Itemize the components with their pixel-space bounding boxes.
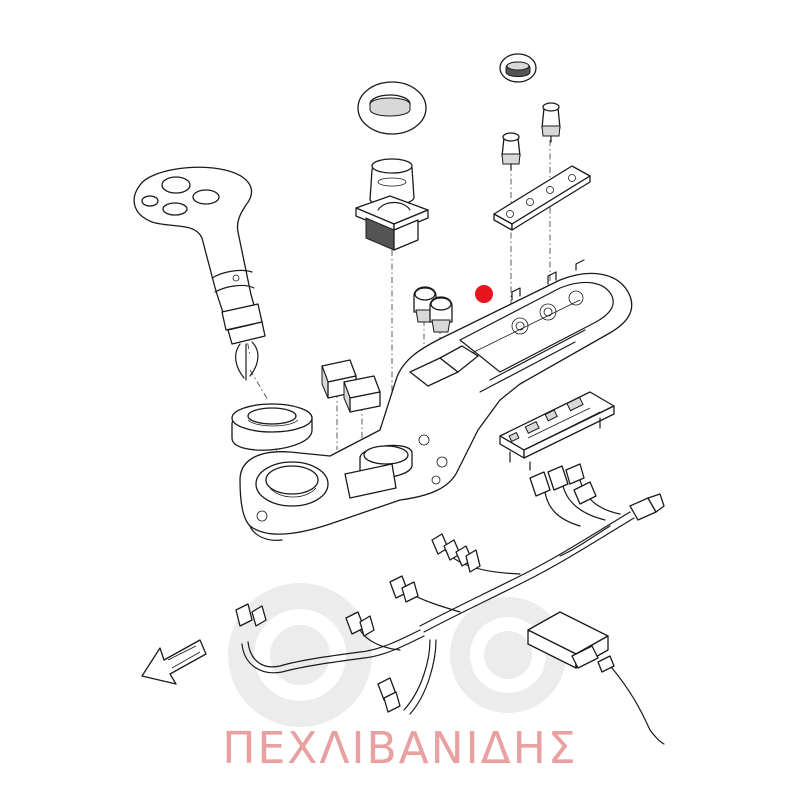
wiring-harness [235, 463, 665, 715]
harness-connectors-top [529, 463, 597, 505]
indicator-cap [499, 53, 537, 83]
lever-grommet [231, 403, 313, 451]
console-housing [239, 259, 633, 541]
watermark: ΠΕΧΛΙΒΑΝΙΔΗΣ [222, 583, 577, 774]
knob-rear [541, 102, 561, 143]
circuit-board [499, 391, 615, 471]
highlight-marker [475, 285, 493, 303]
control-module [527, 611, 665, 745]
knob-front [501, 132, 521, 171]
gear-lever-handle [133, 166, 266, 381]
joystick-cap [357, 81, 427, 135]
rocker-switches [321, 359, 381, 413]
harness-connectors-mid [431, 533, 481, 573]
watermark-text: ΠΕΧΛΙΒΑΝΙΔΗΣ [222, 723, 577, 774]
push-buttons [413, 286, 453, 333]
watermark-gear-left [228, 583, 372, 727]
front-direction-arrow [141, 639, 207, 685]
joystick [355, 158, 429, 251]
mounting-plate [493, 165, 591, 231]
